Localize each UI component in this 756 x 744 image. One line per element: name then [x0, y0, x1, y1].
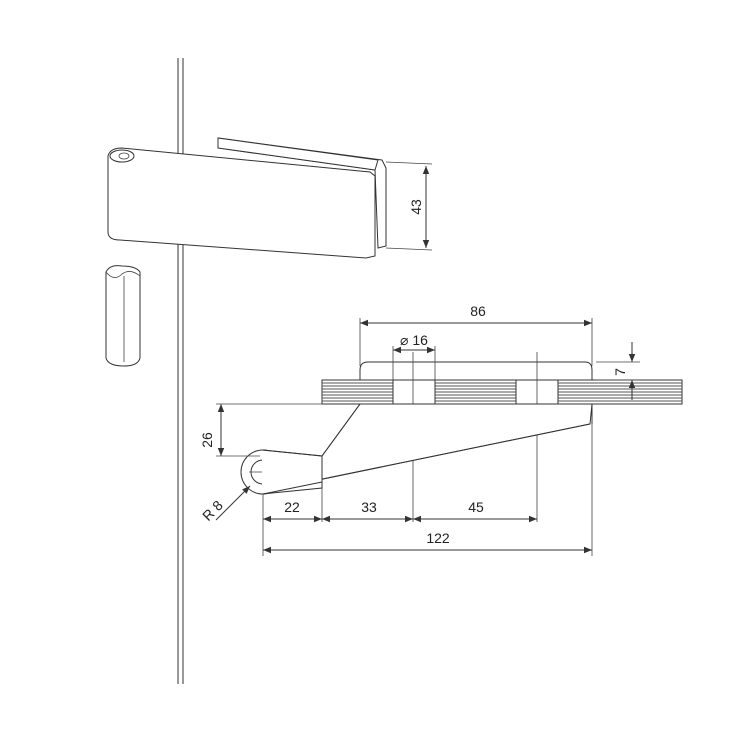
dim-26-label: 26 — [199, 432, 215, 448]
dim-122-label: 122 — [426, 530, 450, 546]
dim-45-label: 45 — [468, 499, 484, 515]
glass-hole-1 — [392, 379, 436, 405]
dim-diameter-label: ⌀ 16 — [400, 332, 428, 348]
door-edge — [177, 58, 184, 684]
dim-22-label: 22 — [284, 499, 300, 515]
hinge-perspective-view: 43 — [105, 137, 433, 367]
dim-7-label: 7 — [612, 368, 628, 376]
dim-r8-label: R 8 — [199, 497, 226, 524]
hinge-section-view: 86 ⌀ 16 7 26 R 8 22 33 45 122 — [199, 303, 683, 556]
dim-43-label: 43 — [408, 199, 424, 215]
dim-33-label: 33 — [361, 499, 377, 515]
dim-86-label: 86 — [470, 303, 486, 319]
